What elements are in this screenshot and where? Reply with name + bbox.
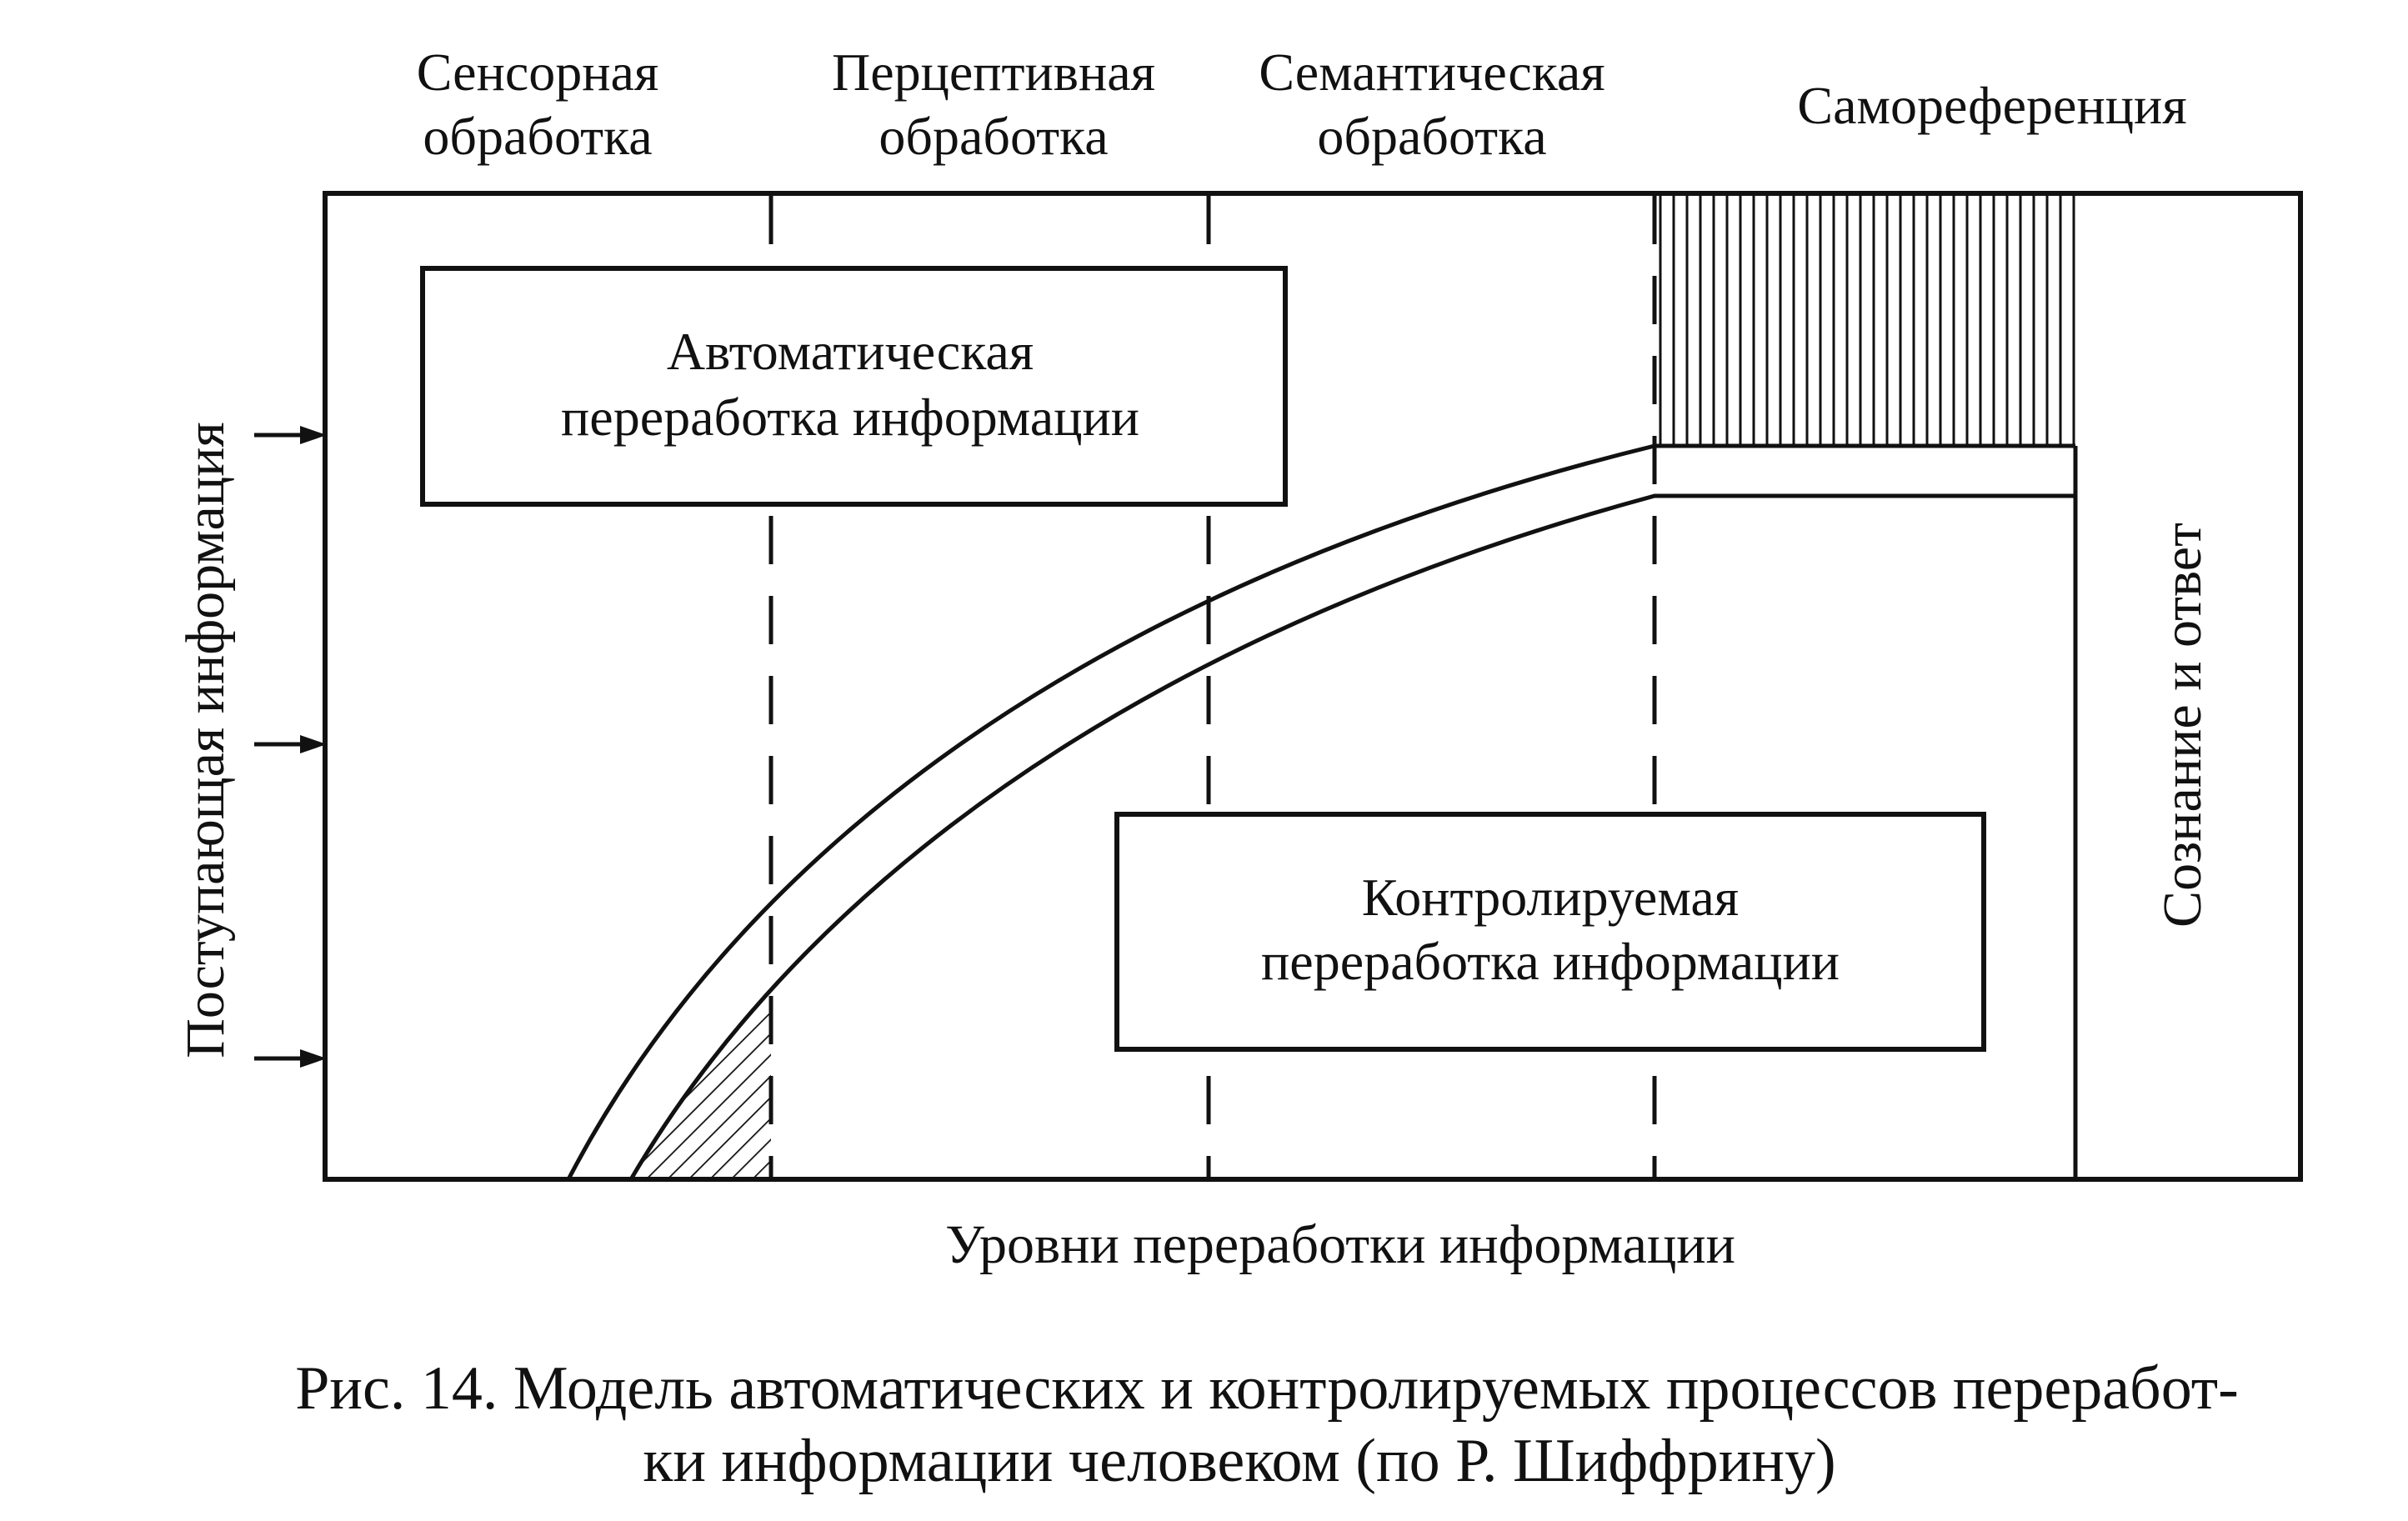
controlled-processing-label-line2: переработка информации xyxy=(1261,932,1840,991)
automatic-processing-box xyxy=(420,266,1288,507)
stage-label-perceptual-line1: Перцептивная xyxy=(832,43,1155,102)
processing-levels-label: Уровни переработки информации xyxy=(945,1214,1735,1275)
diagram-frame xyxy=(323,191,2303,1182)
stage-label-semantic-line1: Семантическая xyxy=(1259,43,1604,102)
incoming-arrow-bottom xyxy=(254,1049,327,1068)
stage-label-semantic-line2: обработка xyxy=(1317,107,1546,166)
stage-label-self-reference: Самореференция xyxy=(1797,76,2186,135)
controlled-processing-box xyxy=(1114,812,1986,1052)
stage-label-sensory-line1: Сенсорная xyxy=(417,43,659,102)
incoming-information-label: Поступающая информация xyxy=(175,422,236,1058)
controlled-processing-label-line1: Контролируемая xyxy=(1362,868,1739,927)
stage-label-perceptual-line2: обработка xyxy=(879,107,1108,166)
boundary-curve-lower xyxy=(628,493,2075,1181)
self-reference-hatched-region xyxy=(1655,196,2075,446)
incoming-arrow-top xyxy=(254,426,327,444)
automatic-processing-label-line2: переработка информации xyxy=(561,388,1139,447)
stage-label-sensory-line2: обработка xyxy=(423,107,652,166)
consciousness-response-label: Сознание и ответ xyxy=(2152,523,2213,928)
boundary-curve-upper xyxy=(566,443,2075,1181)
figure-caption-line2: ки информации человеком (по Р. Шиффрину) xyxy=(643,1427,1835,1495)
figure-caption-line1: Рис. 14. Модель автоматических и контрол… xyxy=(295,1354,2238,1423)
sensory-hatched-region xyxy=(633,1004,771,1179)
automatic-processing-label-line1: Автоматическая xyxy=(667,322,1034,381)
incoming-arrow-middle xyxy=(254,735,327,753)
